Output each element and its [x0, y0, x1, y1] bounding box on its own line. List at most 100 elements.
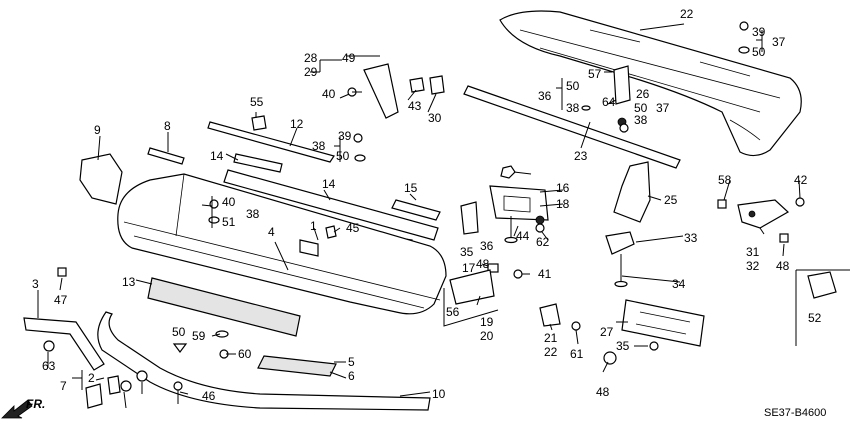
callout-50: 50	[752, 45, 766, 59]
callout-26: 27	[600, 325, 614, 339]
callout-50: 50	[336, 149, 350, 163]
callout-7: 7	[60, 379, 67, 393]
callout-50: 50	[634, 101, 648, 115]
callout-58: 61	[570, 347, 584, 361]
callout-52: 55	[250, 95, 264, 109]
diagram-code: SE37-B4600	[764, 407, 826, 419]
callout-labels: 22 39 37 50 57 50 36 38 64 26 50 37 38 2…	[26, 7, 826, 419]
lower-grille-illustration	[147, 277, 301, 337]
callout-54: 57	[588, 67, 602, 81]
callout-14: 14	[210, 149, 224, 163]
callout-18: 19	[480, 315, 494, 329]
callout-16: 17	[462, 261, 476, 275]
plate-5-6-illustration	[257, 355, 337, 377]
callout-50: 51	[222, 215, 236, 229]
callout-53: 56	[446, 305, 460, 319]
callout-3: 3	[32, 277, 39, 291]
callout-11: 12	[290, 117, 304, 131]
clip-59-illustration	[535, 223, 545, 233]
screw-illustration	[571, 321, 581, 331]
callout-47: 48	[596, 385, 610, 399]
rear-side-bracket-illustration	[613, 161, 651, 223]
callout-38: 38	[634, 113, 648, 127]
upper-molding-illustration	[207, 121, 335, 163]
callout-59: 62	[536, 235, 550, 249]
callout-21: 22	[544, 345, 558, 359]
clip-7-illustration	[85, 375, 121, 409]
front-arrow-label: FR.	[26, 397, 45, 411]
callout-44: 45	[346, 221, 360, 235]
small-fasteners-illustration	[172, 330, 229, 359]
callout-19: 20	[480, 329, 494, 343]
callout-23: 23	[574, 149, 588, 163]
callout-31: 32	[746, 259, 760, 273]
callout-34: 35	[616, 339, 630, 353]
clip-44-illustration	[325, 225, 337, 239]
callout-2: 2	[88, 371, 95, 385]
clips-41-55-illustration	[717, 197, 805, 243]
callout-40: 40	[322, 87, 336, 101]
front-bumper-illustration	[117, 173, 447, 315]
side-support-illustration	[443, 269, 499, 327]
callout-37: 38	[246, 207, 260, 221]
callout-48: 49	[342, 51, 356, 65]
callout-32: 33	[684, 231, 698, 245]
callout-56: 59	[192, 329, 206, 343]
fastener-60-illustration	[43, 340, 55, 352]
callout-36: 37	[656, 101, 670, 115]
callout-17: 18	[556, 197, 570, 211]
callout-35: 35	[460, 245, 474, 259]
callout-39: 39	[752, 25, 766, 39]
callout-51: 52	[808, 311, 822, 325]
callout-8: 8	[164, 119, 171, 133]
small-bracket-illustration	[460, 201, 499, 273]
callout-60: 63	[42, 359, 56, 373]
callout-61: 64	[602, 95, 616, 109]
callout-37: 38	[312, 139, 326, 153]
clip-46-illustration	[57, 267, 67, 277]
upper-bracket-illustration	[339, 63, 445, 119]
callout-30: 31	[746, 245, 760, 259]
long-bolt-illustration	[504, 216, 518, 244]
callout-4: 4	[268, 225, 275, 239]
callout-10: 10	[432, 387, 446, 401]
callout-12: 13	[122, 275, 136, 289]
callout-57: 60	[238, 347, 252, 361]
callout-35: 36	[480, 239, 494, 253]
absorber-mount-illustration	[489, 185, 549, 225]
callout-24: 25	[664, 193, 678, 207]
callout-33: 34	[672, 277, 686, 291]
rear-bumper-illustration	[499, 10, 802, 157]
callout-45: 46	[202, 389, 216, 403]
clip-bracket-illustration	[539, 303, 561, 327]
callout-25: 26	[636, 87, 650, 101]
callout-1: 1	[310, 219, 317, 233]
callout-22: 22	[680, 7, 694, 21]
small-strip-illustration	[147, 147, 185, 165]
callout-28: 29	[304, 65, 318, 79]
callout-40: 41	[538, 267, 552, 281]
side-cover-illustration	[79, 153, 123, 205]
callout-38: 38	[566, 101, 580, 115]
callout-39: 40	[222, 195, 236, 209]
grommet-illustration	[603, 351, 617, 365]
clip-63-64-illustration	[120, 370, 148, 392]
callout-50: 50	[566, 79, 580, 93]
bolt-45-illustration	[173, 381, 183, 404]
callout-43: 44	[516, 229, 530, 243]
callout-14: 15	[404, 181, 418, 195]
spoiler-stay-illustration	[23, 317, 105, 371]
callout-55: 58	[718, 173, 732, 187]
callout-36: 36	[538, 89, 552, 103]
nut-illustration	[500, 165, 516, 179]
callout-46: 47	[54, 293, 68, 307]
rear-mount-illustration	[605, 231, 635, 288]
callout-42: 43	[408, 99, 422, 113]
callout-29: 30	[428, 111, 442, 125]
callout-48: 48	[776, 259, 790, 273]
callout-5: 5	[348, 355, 355, 369]
callout-9: 9	[94, 123, 101, 137]
callout-39: 39	[338, 129, 352, 143]
callout-48: 48	[476, 257, 490, 271]
